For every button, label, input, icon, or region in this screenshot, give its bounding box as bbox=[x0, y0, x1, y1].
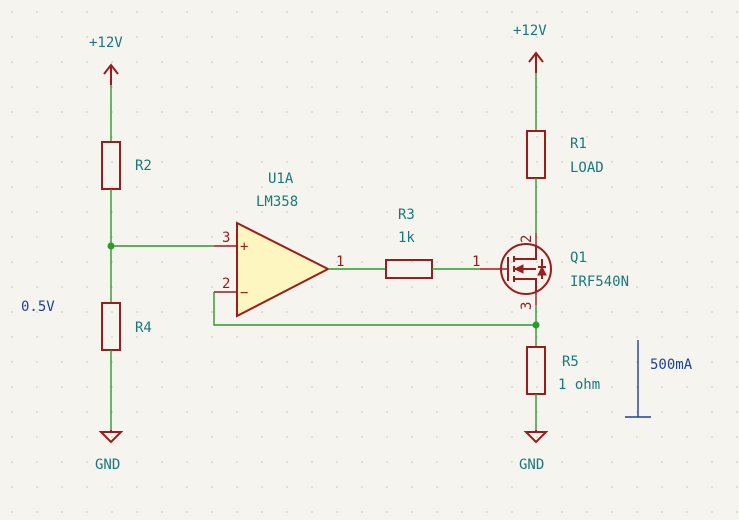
opamp-u1a[interactable] bbox=[236, 221, 331, 318]
current-label: 500mA bbox=[650, 357, 693, 373]
r5-ref-label: R5 bbox=[562, 354, 579, 370]
gnd-left-label: GND bbox=[95, 457, 120, 473]
q1-source-pin-number: 3 bbox=[519, 302, 535, 310]
opamp-pin3-number: 3 bbox=[222, 230, 230, 246]
opamp-pin2-number: 2 bbox=[222, 276, 230, 292]
u1a-ref-label: U1A bbox=[268, 171, 294, 187]
divider-voltage-label: 0.5V bbox=[21, 299, 55, 315]
resistor-r4[interactable] bbox=[101, 302, 121, 351]
gnd-right-label: GND bbox=[519, 457, 544, 473]
r3-value-label: 1k bbox=[398, 230, 415, 246]
r1-ref-label: R1 bbox=[570, 136, 587, 152]
resistor-r1-load[interactable] bbox=[526, 130, 546, 179]
vcc-right-symbol bbox=[528, 51, 544, 73]
gnd-left-symbol bbox=[98, 430, 124, 444]
r2-ref-label: R2 bbox=[135, 158, 152, 174]
vcc-left-symbol bbox=[103, 63, 119, 85]
q1-drain-pin-number: 2 bbox=[519, 235, 535, 243]
q1-ref-label: Q1 bbox=[570, 250, 587, 266]
vcc-right-label: +12V bbox=[513, 23, 547, 39]
gnd-right-symbol bbox=[523, 430, 549, 444]
u1a-value-label: LM358 bbox=[256, 194, 298, 210]
resistor-r5-sense[interactable] bbox=[526, 346, 546, 395]
junction-source bbox=[532, 321, 540, 329]
current-annotation-marker bbox=[625, 340, 651, 418]
vcc-left-label: +12V bbox=[89, 35, 123, 51]
grid-dots bbox=[11, 11, 738, 513]
r5-value-label: 1 ohm bbox=[558, 377, 600, 393]
wire-feedback bbox=[213, 292, 536, 326]
opamp-pin1-number: 1 bbox=[336, 254, 344, 270]
q1-gate-pin-number: 1 bbox=[472, 254, 480, 270]
r4-ref-label: R4 bbox=[135, 320, 152, 336]
opamp-plus-sign: + bbox=[240, 239, 248, 255]
resistor-r2[interactable] bbox=[101, 141, 121, 190]
r3-ref-label: R3 bbox=[398, 207, 415, 223]
mosfet-q1[interactable] bbox=[480, 233, 552, 305]
opamp-minus-sign: − bbox=[240, 285, 248, 301]
r1-value-label: LOAD bbox=[570, 160, 604, 176]
resistor-r3[interactable] bbox=[385, 259, 433, 279]
q1-value-label: IRF540N bbox=[570, 274, 629, 290]
